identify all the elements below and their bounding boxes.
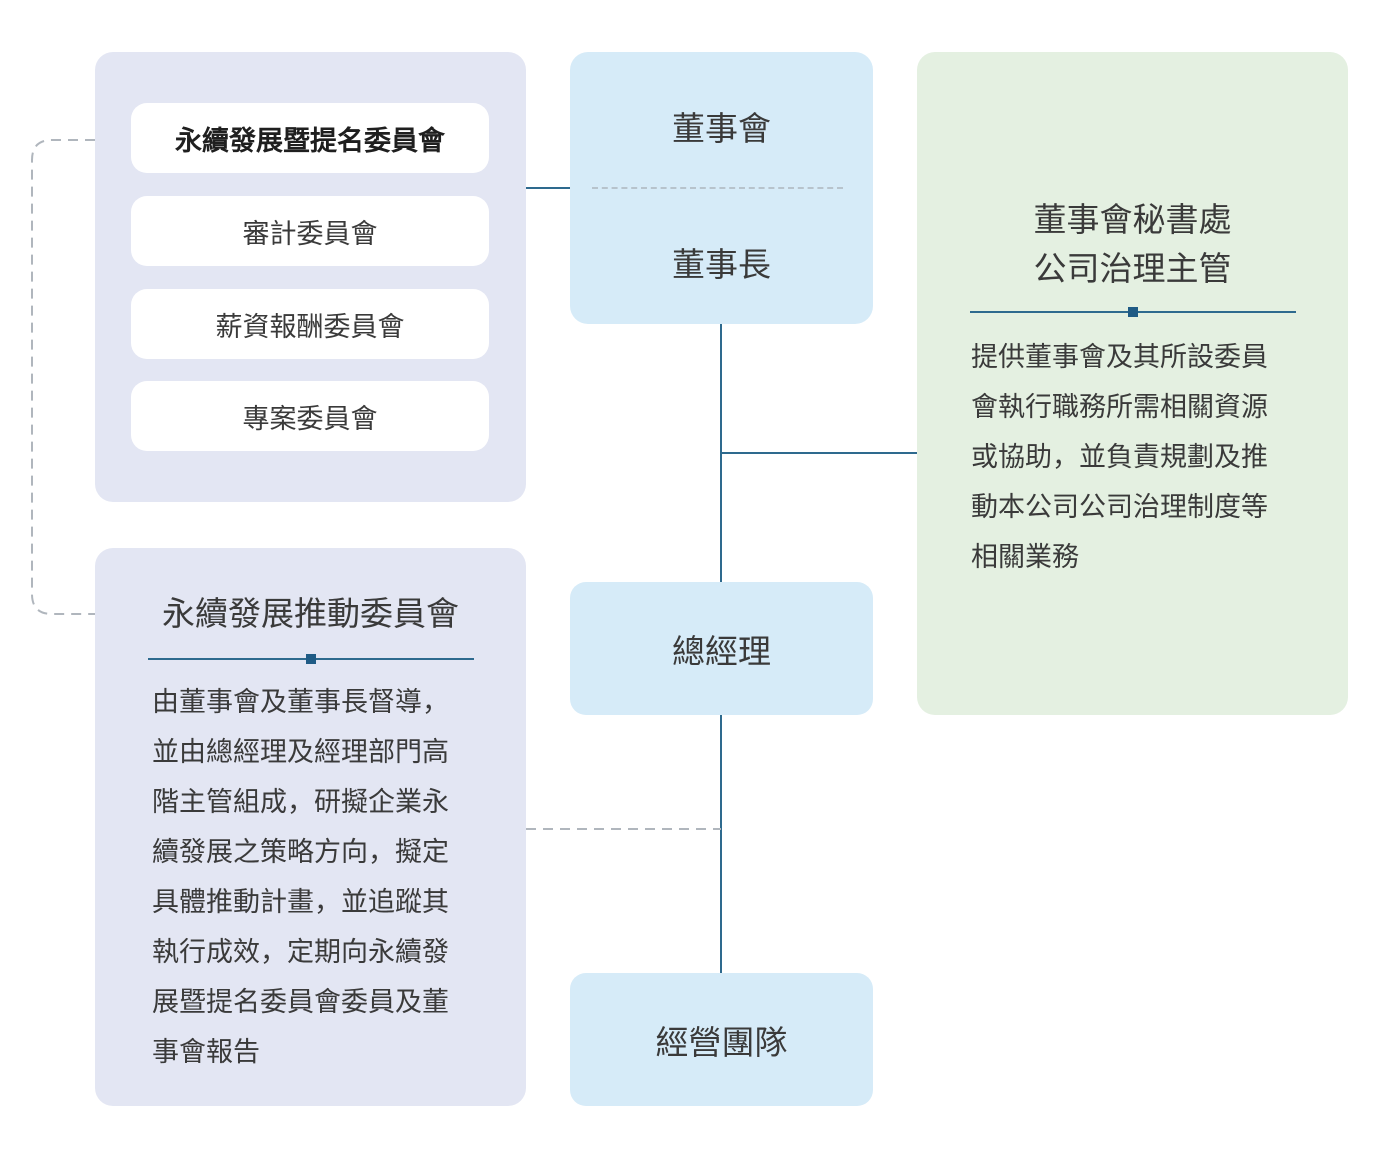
- chairman-label: 董事長: [672, 245, 771, 284]
- board-secretariat-panel: 董事會秘書處 公司治理主管 提供董事會及其所設委員 會執行職務所需相關資源 或協…: [917, 52, 1348, 715]
- sustainability-description-line: 並由總經理及經理部門高: [152, 737, 449, 768]
- management-team-label: 經營團隊: [655, 1022, 788, 1062]
- secretariat-title-line2: 公司治理主管: [1033, 249, 1232, 288]
- committee-audit: 審計委員會: [131, 196, 489, 266]
- sustainability-promotion-committee-panel: 永續發展推動委員會 由董事會及董事長督導， 並由總經理及經理部門高 階主管組成，…: [95, 548, 526, 1106]
- committees-to-sdpc-dashed-bracket: [31, 139, 95, 615]
- secretariat-description: 提供董事會及其所設委員 會執行職務所需相關資源 或協助，並負責規劃及推 動本公司…: [971, 333, 1268, 583]
- sustainability-description-line: 由董事會及董事長督導，: [152, 687, 449, 718]
- board-and-chairman-box: 董事會 董事長: [570, 52, 873, 324]
- sustainability-description-line: 展暨提名委員會委員及董: [152, 987, 449, 1018]
- sustainability-description-line: 具體推動計畫，並追蹤其: [152, 887, 449, 918]
- sustainability-description: 由董事會及董事長督導， 並由總經理及經理部門高 階主管組成，研擬企業永 續發展之…: [152, 678, 449, 1078]
- president-label: 總經理: [672, 631, 771, 671]
- sustainability-description-line: 續發展之策略方向，擬定: [152, 837, 449, 868]
- sustainability-committee-title: 永續發展推動委員會: [162, 594, 459, 633]
- committee-remuneration: 薪資報酬委員會: [131, 289, 489, 359]
- president-box: 總經理: [570, 582, 873, 715]
- secretariat-description-line: 會執行職務所需相關資源: [971, 392, 1268, 423]
- board-divider: [592, 187, 843, 189]
- management-team-box: 經營團隊: [570, 973, 873, 1106]
- sustainability-description-line: 階主管組成，研擬企業永: [152, 787, 449, 818]
- secretariat-divider-marker: [1128, 307, 1138, 317]
- secretariat-description-line: 動本公司公司治理制度等: [971, 492, 1268, 523]
- secretariat-description-line: 相關業務: [971, 542, 1079, 573]
- sustainability-description-line: 事會報告: [152, 1037, 260, 1068]
- sustainability-divider-marker: [306, 654, 316, 664]
- committee-special-project: 專案委員會: [131, 381, 489, 451]
- board-committees-panel: 永續發展暨提名委員會 審計委員會 薪資報酬委員會 專案委員會: [95, 52, 526, 502]
- sustainability-description-line: 執行成效，定期向永續發: [152, 937, 449, 968]
- secretariat-title-line1: 董事會秘書處: [1033, 200, 1232, 239]
- board-of-directors-label: 董事會: [672, 109, 771, 148]
- committee-sustainability-nomination: 永續發展暨提名委員會: [131, 103, 489, 173]
- secretariat-description-line: 提供董事會及其所設委員: [971, 342, 1268, 373]
- secretariat-description-line: 或協助，並負責規劃及推: [971, 442, 1268, 473]
